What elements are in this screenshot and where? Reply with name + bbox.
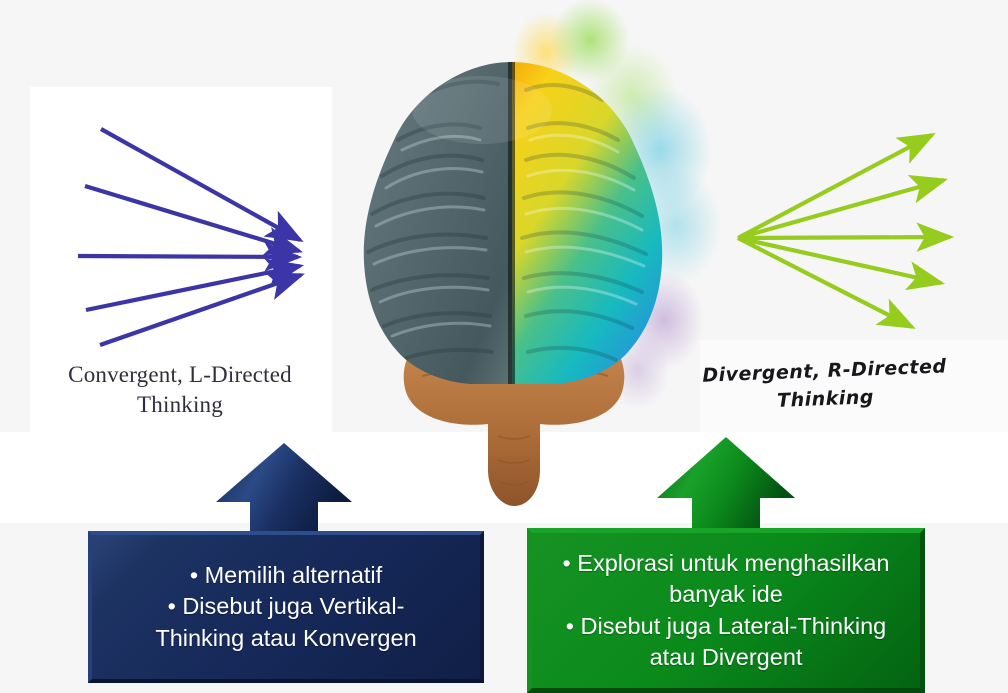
left-caption-line2: Thinking [137, 392, 223, 418]
green-arrow-shape [657, 437, 795, 536]
converge-lines [77, 127, 305, 347]
left-caption: Convergent, L-Directed Thinking [32, 360, 328, 421]
blue-callout-text: • Memilih alternatif • Disebut juga Vert… [102, 560, 470, 654]
blue-callout-box[interactable]: • Memilih alternatif • Disebut juga Vert… [88, 531, 484, 683]
right-caption-panel [700, 340, 1008, 440]
green-callout-line-2: banyak ide [669, 581, 783, 608]
green-callout-text: • Explorasi untuk menghasilkan banyak id… [542, 548, 910, 673]
blue-callout-line-1: • Memilih alternatif [189, 562, 383, 589]
blue-callout-line-3: Thinking atau Konvergen [155, 624, 417, 651]
brain-hemispheres-icon [363, 0, 722, 506]
blue-callout-line-2: • Disebut juga Vertikal- [167, 593, 405, 620]
green-callout-box[interactable]: • Explorasi untuk menghasilkan banyak id… [527, 528, 925, 693]
left-caption-line1: Convergent, L-Directed [68, 362, 292, 387]
green-callout-line-3: • Disebut juga Lateral-Thinking [565, 612, 887, 639]
diverge-lines [737, 133, 955, 329]
green-callout-line-1: • Explorasi untuk menghasilkan [562, 550, 890, 576]
green-callout-line-4: atau Divergent [649, 643, 803, 670]
blue-arrow-shape [216, 443, 352, 540]
